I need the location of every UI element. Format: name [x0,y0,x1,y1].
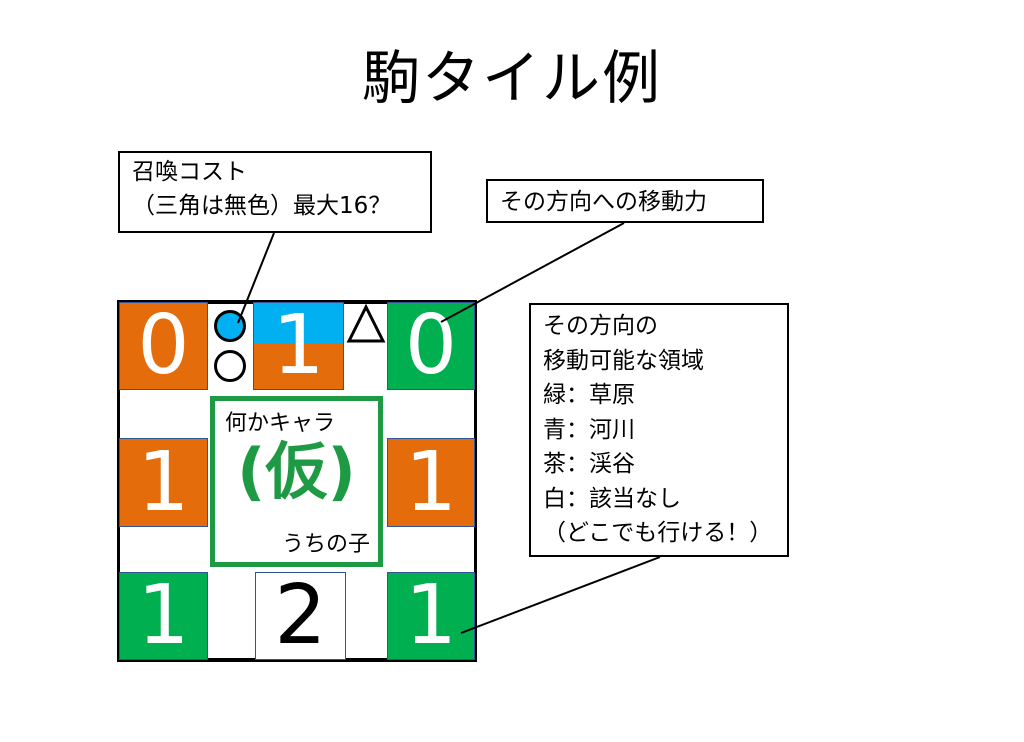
legend-brown: 茶：渓谷 [543,451,635,477]
river-area [254,303,343,345]
tile-top-center: 1 [253,302,344,390]
movement-value: 0 [137,298,190,393]
white-cost-circle-icon [214,350,246,382]
tile-bottom-right: 1 [387,572,475,660]
callout-line: その方向の [543,313,658,339]
movement-value: 1 [137,434,190,530]
character-top-label: 何かキャラ [225,411,336,436]
character-portrait-frame: 何かキャラ (仮) うちの子 [210,396,383,567]
legend-green: 緑：草原 [543,382,635,408]
tile-bottom-center: 2 [255,572,346,660]
character-name: (仮) [237,435,356,508]
movement-value: 1 [404,568,458,663]
tile-middle-left: 1 [119,438,208,527]
summon-cost-callout: 召喚コスト （三角は無色）最大16？ [118,151,432,233]
movement-value: 1 [137,568,190,663]
character-bottom-label: うちの子 [281,532,370,557]
callout-line: （三角は無色）最大16？ [132,193,392,219]
valley-area [254,344,343,389]
callout-line: 召喚コスト [132,159,247,185]
tile-top-left: 0 [119,302,208,390]
movement-value: 1 [404,434,458,530]
tile-middle-right: 1 [387,438,475,527]
legend-white: 白：該当なし [543,485,681,512]
triangle-cost-icon [346,303,386,344]
callout-line: （どこでも行ける！） [543,520,773,546]
legend-blue: 青：河川 [543,416,635,443]
movement-power-callout: その方向への移動力 [486,179,764,223]
movement-value: 2 [274,568,327,663]
movable-area-callout: その方向の 移動可能な領域 緑：草原 青：河川 茶：渓谷 白：該当なし （どこで… [529,303,789,557]
page-title: 駒タイル例 [361,44,662,112]
callout-line: 移動可能な領域 [543,347,704,374]
movement-value: 1 [272,302,325,390]
tile-bottom-left: 1 [119,572,208,660]
callout-line: その方向への移動力 [500,189,707,215]
